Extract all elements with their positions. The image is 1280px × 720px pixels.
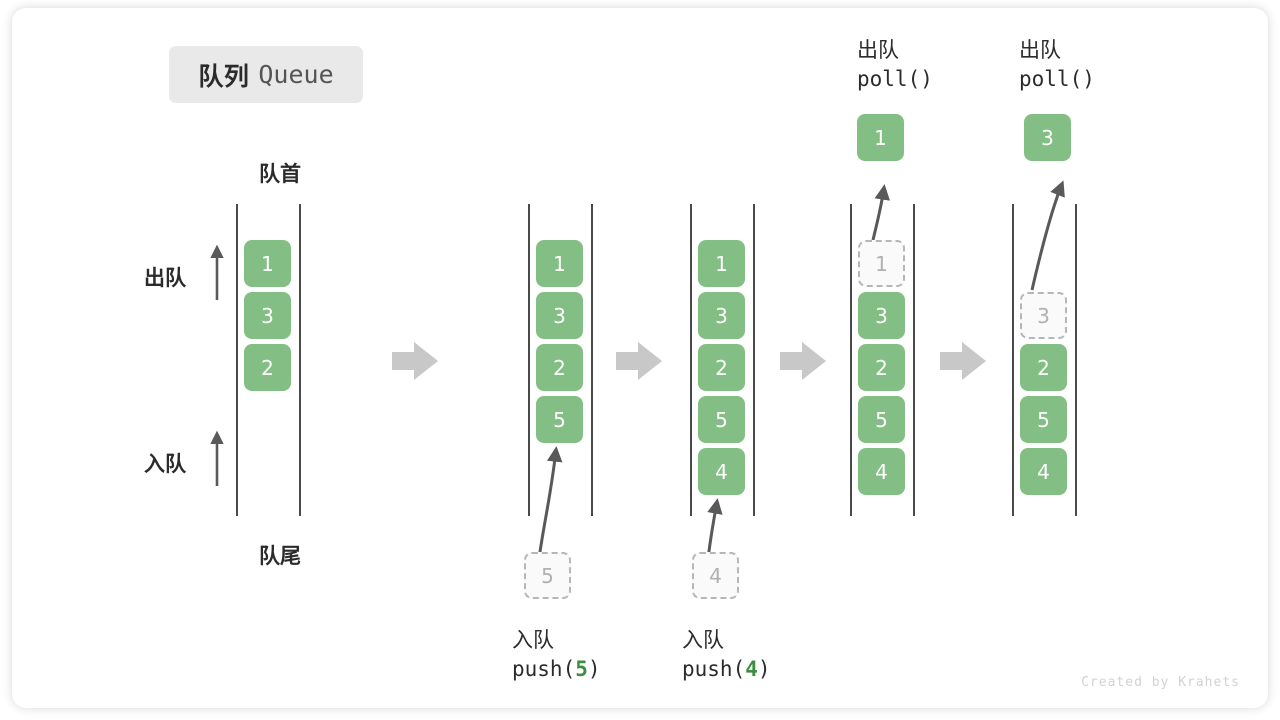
queue-box: 4 bbox=[858, 448, 905, 495]
diagram-title: 队列 Queue bbox=[169, 46, 363, 103]
queue-box: 2 bbox=[536, 344, 583, 391]
polled-element-1: 1 bbox=[857, 114, 904, 161]
dequeue-side-label: 出队 bbox=[144, 266, 186, 290]
queue-box-ghost: 1 bbox=[858, 240, 905, 287]
queue-box-ghost: 3 bbox=[1020, 292, 1067, 339]
rail-left bbox=[528, 204, 530, 516]
rail-left bbox=[850, 204, 852, 516]
rail-left bbox=[1012, 204, 1014, 516]
stage-arrow-2 bbox=[616, 342, 662, 380]
queue-column-after-push-4: 1 3 2 5 4 bbox=[690, 204, 766, 516]
push4-code-prefix: push( bbox=[682, 656, 746, 681]
push5-code-suffix: ) bbox=[587, 656, 601, 681]
poll2-caption-cn: 出队 bbox=[1019, 38, 1061, 62]
queue-box: 2 bbox=[1020, 344, 1067, 391]
push4-caption: 入队 push(4) bbox=[682, 626, 771, 684]
queue-box: 3 bbox=[698, 292, 745, 339]
push5-caption-code: push(5) bbox=[512, 655, 601, 684]
queue-box: 3 bbox=[858, 292, 905, 339]
queue-box: 4 bbox=[1020, 448, 1067, 495]
polled-element-3: 3 bbox=[1024, 114, 1071, 161]
queue-box: 1 bbox=[536, 240, 583, 287]
stage-arrow-1 bbox=[392, 342, 438, 380]
enqueue-side-label: 入队 bbox=[144, 452, 186, 476]
queue-head-label: 队首 bbox=[259, 162, 301, 186]
rail-right bbox=[591, 204, 593, 516]
queue-box: 5 bbox=[698, 396, 745, 443]
rail-right bbox=[753, 204, 755, 516]
queue-column-after-poll-3: 3 2 5 4 bbox=[1012, 204, 1088, 516]
queue-box: 2 bbox=[244, 344, 291, 391]
poll2-caption: 出队 poll() bbox=[1019, 36, 1095, 94]
incoming-element-4: 4 bbox=[692, 552, 739, 599]
queue-box: 1 bbox=[698, 240, 745, 287]
poll1-caption: 出队 poll() bbox=[857, 36, 933, 94]
push5-code-prefix: push( bbox=[512, 656, 576, 681]
rail-left bbox=[690, 204, 692, 516]
queue-column-after-push-5: 1 3 2 5 bbox=[528, 204, 604, 516]
push5-code-num: 5 bbox=[575, 656, 588, 681]
queue-column-initial: 1 3 2 bbox=[236, 204, 312, 516]
push5-caption-cn: 入队 bbox=[512, 628, 554, 652]
queue-box: 5 bbox=[1020, 396, 1067, 443]
queue-box: 2 bbox=[858, 344, 905, 391]
queue-box: 3 bbox=[536, 292, 583, 339]
stage-arrow-3 bbox=[780, 342, 826, 380]
rail-right bbox=[1075, 204, 1077, 516]
queue-box: 5 bbox=[536, 396, 583, 443]
rail-right bbox=[299, 204, 301, 516]
poll1-caption-code: poll() bbox=[857, 66, 933, 91]
queue-box: 2 bbox=[698, 344, 745, 391]
queue-box: 5 bbox=[858, 396, 905, 443]
rail-left bbox=[236, 204, 238, 516]
push5-caption: 入队 push(5) bbox=[512, 626, 601, 684]
watermark: Created by Krahets bbox=[1081, 675, 1240, 690]
poll1-caption-cn: 出队 bbox=[857, 38, 899, 62]
poll2-caption-code: poll() bbox=[1019, 66, 1095, 91]
title-en: Queue bbox=[258, 60, 334, 89]
stage-arrow-4 bbox=[940, 342, 986, 380]
rail-right bbox=[913, 204, 915, 516]
push4-caption-cn: 入队 bbox=[682, 628, 724, 652]
queue-column-after-poll-1: 1 3 2 5 4 bbox=[850, 204, 926, 516]
diagram-card: 队列 Queue 队首 队尾 出队 入队 1 3 2 1 3 2 5 5 入队 … bbox=[12, 8, 1268, 708]
push4-caption-code: push(4) bbox=[682, 655, 771, 684]
title-cn: 队列 bbox=[198, 61, 250, 91]
queue-box: 4 bbox=[698, 448, 745, 495]
queue-tail-label: 队尾 bbox=[259, 544, 301, 568]
push4-code-suffix: ) bbox=[757, 656, 771, 681]
queue-box: 1 bbox=[244, 240, 291, 287]
push4-code-num: 4 bbox=[745, 656, 758, 681]
queue-box: 3 bbox=[244, 292, 291, 339]
incoming-element-5: 5 bbox=[524, 552, 571, 599]
